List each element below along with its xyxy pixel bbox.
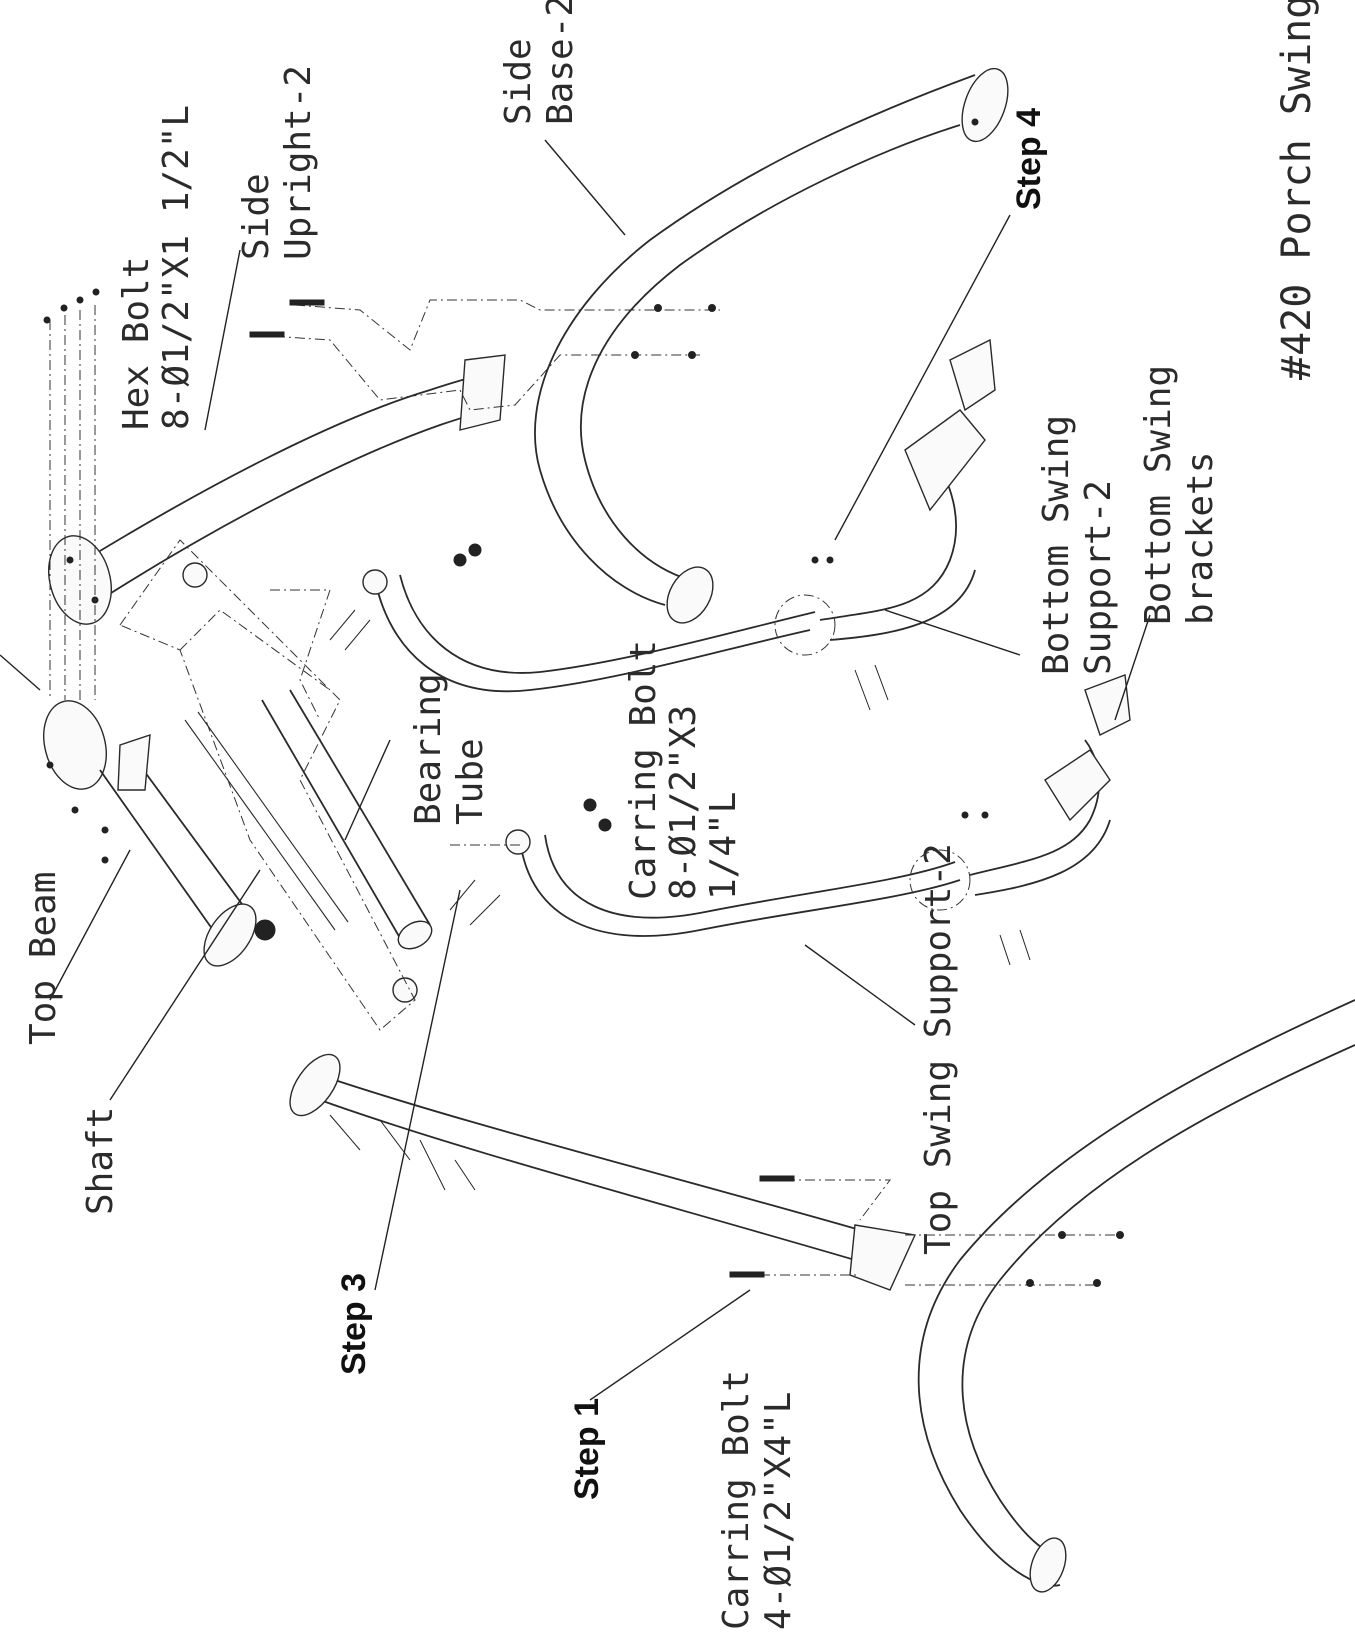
label-step-3: Step 3 bbox=[335, 1273, 373, 1375]
label-hex-bolt: Hex Bolt 8-Ø1/2"X1 1/2"L bbox=[116, 105, 197, 430]
bearing-tube bbox=[182, 562, 433, 1003]
hardware-lines bbox=[49, 299, 1125, 1286]
label-step-4: Step 4 bbox=[1010, 108, 1048, 210]
label-bearing-tube-line1: Bearing bbox=[408, 673, 449, 825]
bottom-swing-support-upper bbox=[819, 338, 996, 641]
label-top-beam-text: Top Beam bbox=[23, 872, 64, 1045]
label-top-beam: Top Beam bbox=[23, 872, 64, 1045]
label-side-upright-line2: Upright-2 bbox=[278, 65, 319, 260]
label-side-base-line1: Side bbox=[498, 38, 539, 125]
label-side-base-line2: Base-2 bbox=[540, 0, 581, 125]
label-shaft: Shaft bbox=[80, 1107, 121, 1215]
label-side-upright-2: Side Upright-2 bbox=[236, 65, 319, 260]
label-carring-bolt-bottom: Carring Bolt 4-Ø1/2"X4"L bbox=[716, 1370, 799, 1630]
label-carring-bolt-top: Carring Bolt 8-Ø1/2"X3 1/4"L bbox=[623, 640, 744, 900]
label-carring-bolt-top-line1: Carring Bolt bbox=[623, 640, 664, 900]
label-side-base-2: Side Base-2 bbox=[498, 0, 581, 125]
label-carring-bolt-bottom-line1: Carring Bolt bbox=[716, 1370, 757, 1630]
label-carring-bolt-bottom-line2: 4-Ø1/2"X4"L bbox=[758, 1392, 799, 1630]
label-footer-title-text: #420 Porch Swing bbox=[1274, 0, 1320, 380]
label-bearing-tube: Bearing Tube bbox=[408, 673, 491, 825]
top-swing-support-upper bbox=[362, 569, 816, 693]
label-step-1-text: Step 1 bbox=[568, 1398, 606, 1500]
side-base-bottom bbox=[917, 999, 1355, 1593]
label-hex-bolt-line1: Hex Bolt bbox=[116, 257, 157, 430]
top-swing-support-lower bbox=[505, 829, 961, 937]
label-carring-bolt-top-line3: 1/4"L bbox=[703, 792, 744, 900]
label-bottom-swing-brackets: Bottom Swing brackets bbox=[1138, 365, 1221, 625]
bolts bbox=[43, 288, 1124, 1287]
bottom-swing-support-lower bbox=[969, 674, 1131, 896]
label-bottom-swing-support: Bottom Swing Support-2 bbox=[1036, 415, 1119, 675]
label-step-1: Step 1 bbox=[568, 1398, 606, 1500]
side-upright-2-bottom bbox=[289, 1053, 917, 1291]
label-top-swing-support: Top Swing Support-2 bbox=[918, 843, 959, 1255]
label-bottom-swing-brackets-line2: brackets bbox=[1180, 452, 1221, 625]
label-step-4-text: Step 4 bbox=[1010, 108, 1048, 210]
shaft bbox=[184, 711, 349, 931]
label-side-upright-line1: Side bbox=[236, 173, 277, 260]
label-top-swing-support-text: Top Swing Support-2 bbox=[918, 843, 959, 1255]
leader-lines bbox=[0, 139, 1151, 1401]
label-bottom-swing-support-line2: Support-2 bbox=[1078, 480, 1119, 675]
label-shaft-text: Shaft bbox=[80, 1107, 121, 1215]
label-bearing-tube-line2: Tube bbox=[450, 738, 491, 825]
label-step-3-text: Step 3 bbox=[335, 1273, 373, 1375]
label-footer-title: #420 Porch Swing bbox=[1274, 0, 1320, 380]
side-base-2 bbox=[534, 67, 1009, 624]
label-bottom-swing-support-line1: Bottom Swing bbox=[1036, 415, 1077, 675]
top-beam bbox=[43, 700, 276, 967]
label-hex-bolt-line2: 8-Ø1/2"X1 1/2"L bbox=[156, 105, 197, 430]
label-bottom-swing-brackets-line1: Bottom Swing bbox=[1138, 365, 1179, 625]
label-carring-bolt-top-line2: 8-Ø1/2"X3 bbox=[663, 705, 704, 900]
